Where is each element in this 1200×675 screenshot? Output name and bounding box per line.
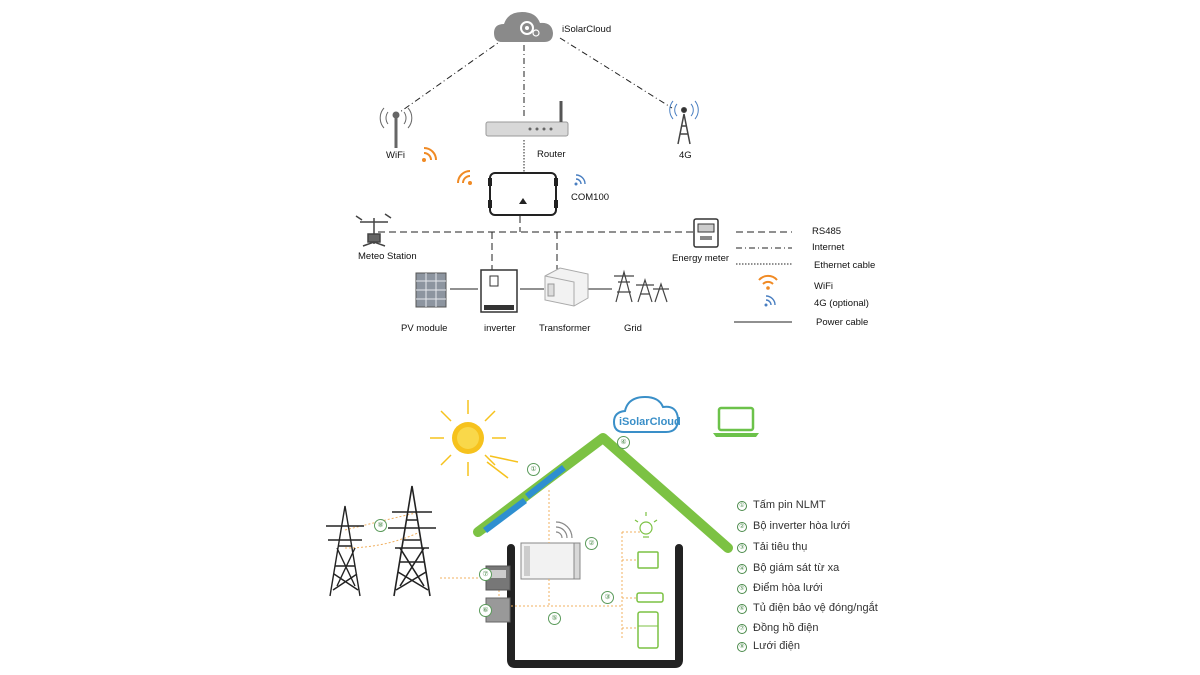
lte-signal-icon: [574, 174, 586, 186]
meter-label: Energy meter: [672, 253, 730, 264]
legend-rs485: RS485: [812, 226, 842, 237]
laptop-icon: [713, 406, 759, 437]
marker-8: ⑧: [374, 519, 387, 532]
marker-4: ④: [617, 436, 630, 449]
solar-panel-icon: [483, 465, 566, 533]
grid-label: Grid: [624, 323, 642, 334]
marker-1: ①: [527, 463, 540, 476]
logger-label: COM100: [571, 192, 610, 203]
light-bulb-icon: [634, 512, 658, 538]
grid-tower-icon: [614, 269, 669, 303]
inverter-label: inverter: [484, 323, 516, 334]
logger-device-icon: [488, 172, 558, 216]
cloud-label: iSolarCloud: [562, 24, 612, 35]
isolarcloud-icon: [612, 395, 680, 433]
house-roof: [473, 433, 733, 553]
fridge-icon: [637, 611, 659, 649]
legend-wifi-icon: [758, 274, 778, 290]
pv-module-icon: [415, 272, 447, 308]
inverter-icon: [480, 269, 518, 313]
isolarcloud-label: iSolarCloud: [619, 416, 681, 428]
meteo-label: Meteo Station: [358, 251, 417, 262]
marker-6: ⑥: [479, 604, 492, 617]
wifi-signal-icon: [422, 147, 437, 162]
meteo-station-icon: [355, 213, 392, 247]
energy-meter-icon: [693, 218, 719, 248]
router-icon: [485, 101, 569, 137]
house-inverter-icon: [520, 542, 581, 580]
legend-lte-icon: [764, 295, 776, 307]
legend-lte: 4G (optional): [814, 298, 869, 309]
marker-7: ⑦: [479, 568, 492, 581]
sun-icon: [430, 400, 506, 476]
marker-5: ⑤: [548, 612, 561, 625]
wifi-tower-icon: [379, 107, 413, 148]
cloud-gear-icon: [494, 12, 553, 42]
lte-tower-icon: [669, 100, 699, 145]
sun-ray-icon: [486, 455, 519, 479]
legend-power: Power cable: [816, 317, 869, 328]
transmission-tower-icon: [326, 505, 364, 597]
transmission-tower-icon: [388, 485, 436, 597]
house-wall: [507, 544, 683, 668]
lte-tower-label: 4G: [679, 150, 692, 161]
transformer-label: Transformer: [539, 323, 591, 334]
legend-internet: Internet: [812, 242, 845, 253]
transformer-icon: [544, 267, 589, 307]
legend-ethernet: Ethernet cable: [814, 260, 876, 271]
house-wifi-icon: [555, 521, 573, 539]
pv-label: PV module: [401, 323, 448, 334]
marker-2: ②: [585, 537, 598, 550]
tv-icon: [637, 551, 659, 569]
marker-3: ③: [601, 591, 614, 604]
wifi-tower-label: WiFi: [386, 150, 405, 161]
router-label: Router: [537, 149, 566, 160]
wifi-signal-icon: [457, 170, 472, 185]
air-conditioner-icon: [636, 592, 664, 603]
legend-wifi: WiFi: [814, 281, 833, 292]
